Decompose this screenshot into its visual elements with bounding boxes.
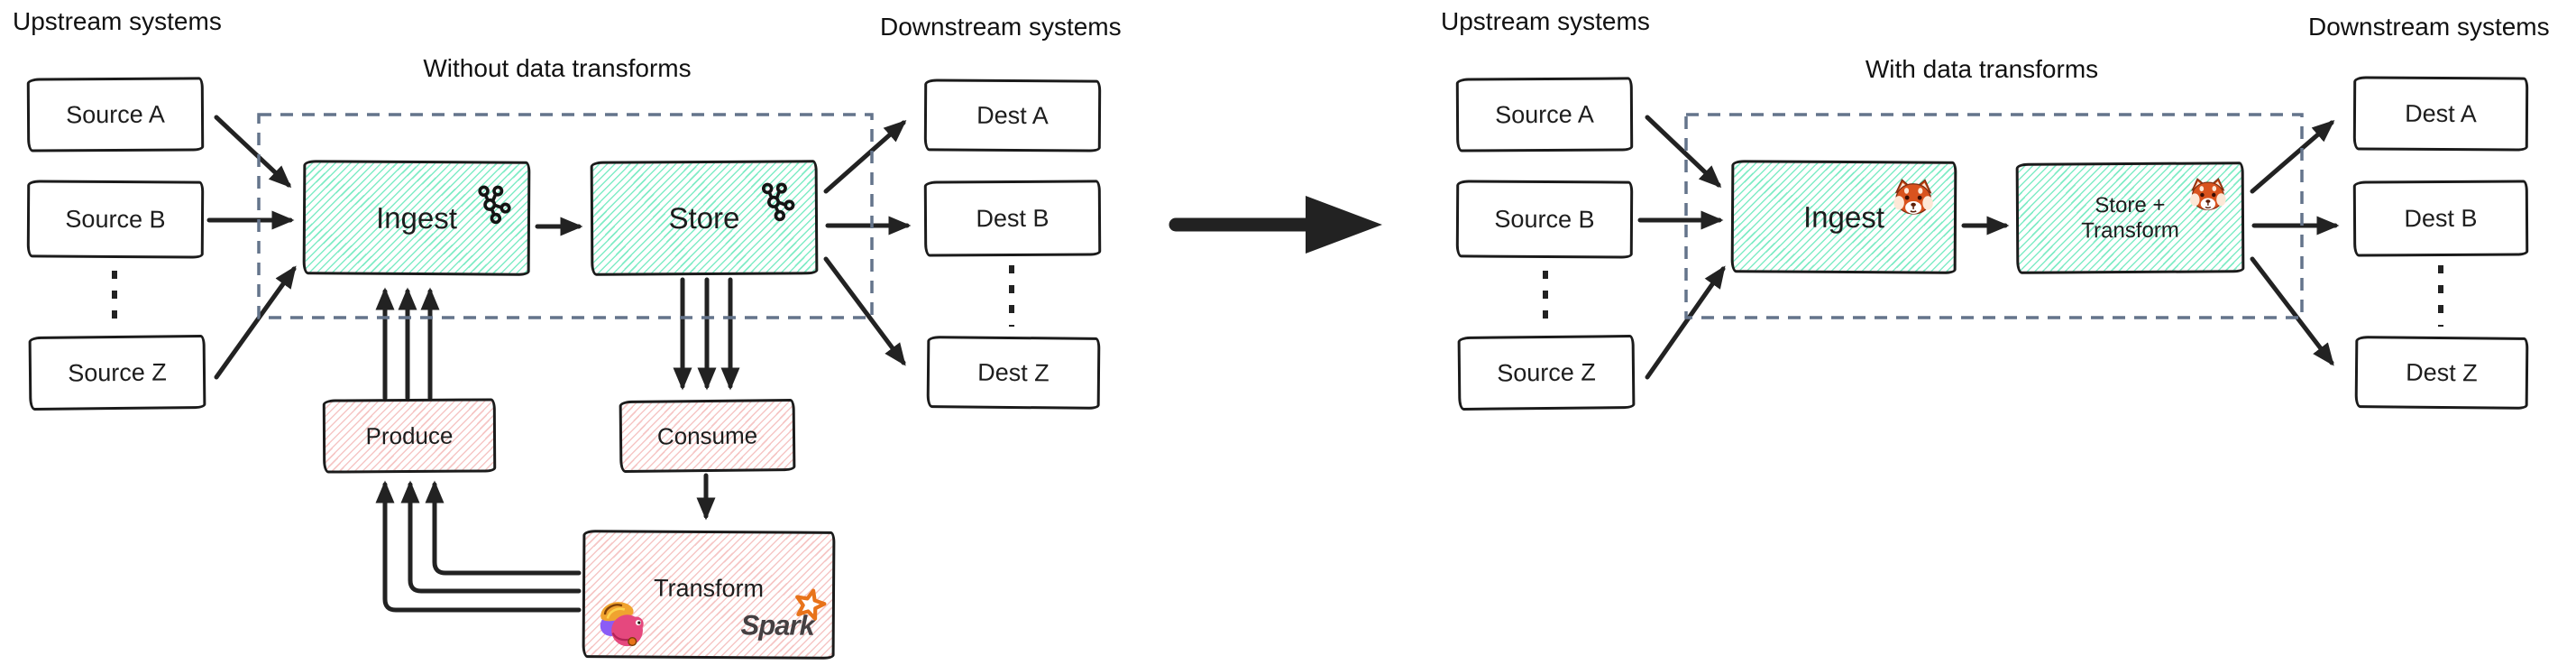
- left-ingest-box: Ingest: [302, 160, 531, 276]
- arrow-right-store-to-dest-z: [2250, 256, 2334, 366]
- arrow-right-source-z-to-ingest: [1645, 265, 1726, 380]
- left-source-b-box: Source B: [26, 180, 205, 259]
- right-diagram-title: With data transforms: [1865, 55, 2099, 83]
- right-dest-b-box: Dest B: [2352, 180, 2529, 257]
- arrow-left-source-z-to-ingest: [214, 265, 297, 380]
- left-dest-a-label: Dest A: [976, 101, 1049, 129]
- consume-label: Consume: [656, 420, 758, 450]
- right-dest-a-label: Dest A: [2405, 99, 2477, 127]
- right-dest-b-label: Dest B: [2404, 204, 2478, 232]
- transition-arrow: [1169, 196, 1382, 254]
- right-store-transform-label: Store + Transform: [2081, 193, 2179, 244]
- consume-box: Consume: [619, 398, 796, 474]
- arrow-transform-to-produce-2: [400, 480, 582, 594]
- left-source-b-label: Source B: [65, 205, 166, 233]
- spark-star-icon: [795, 588, 827, 621]
- left-source-a-box: Source A: [26, 77, 205, 152]
- arrow-left-store-to-dest-z: [823, 256, 906, 366]
- transform-box: Transform Spark: [582, 530, 836, 660]
- left-source-z-label: Source Z: [68, 357, 167, 387]
- produce-label: Produce: [365, 421, 454, 449]
- right-source-z-box: Source Z: [1457, 334, 1636, 411]
- arrow-left-store-to-dest-a: [823, 120, 907, 194]
- left-dest-b-label: Dest B: [976, 204, 1050, 232]
- left-source-z-box: Source Z: [28, 334, 206, 411]
- left-store-label: Store: [668, 200, 740, 235]
- dashed-group-box-left: [257, 113, 874, 319]
- redpanda-icon: [1893, 179, 1933, 215]
- left-dest-z-label: Dest Z: [977, 358, 1050, 386]
- dashed-group-box-right: [1684, 113, 2304, 319]
- arrow-right-store-to-dest-a: [2250, 120, 2335, 194]
- arrow-left-source-a-to-ingest: [214, 115, 292, 189]
- left-diagram-title: Without data transforms: [423, 54, 692, 82]
- right-source-a-box: Source A: [1455, 77, 1634, 152]
- produce-box: Produce: [322, 398, 497, 474]
- left-source-a-label: Source A: [66, 100, 165, 128]
- arrow-right-source-a-to-ingest: [1645, 115, 1722, 189]
- right-upstream-systems-label: Upstream systems: [1441, 7, 1650, 35]
- right-source-b-box: Source B: [1455, 180, 1634, 259]
- right-source-b-label: Source B: [1494, 205, 1595, 233]
- left-ingest-label: Ingest: [375, 200, 458, 235]
- arrow-transform-to-produce-1: [375, 480, 582, 613]
- left-dest-z-box: Dest Z: [926, 336, 1101, 410]
- flink-squirrel-icon: [600, 602, 644, 647]
- left-downstream-systems-label: Downstream systems: [880, 13, 1122, 41]
- right-source-a-label: Source A: [1495, 100, 1594, 128]
- right-store-transform-line2: Transform: [2081, 217, 2179, 243]
- left-upstream-systems-label: Upstream systems: [13, 7, 222, 35]
- spark-logo: Spark: [741, 588, 827, 642]
- right-dest-z-box: Dest Z: [2354, 336, 2529, 410]
- kafka-icon: [478, 185, 511, 225]
- arrow-transform-to-produce-3: [425, 480, 582, 576]
- right-source-z-label: Source Z: [1497, 357, 1596, 387]
- kafka-icon: [761, 182, 795, 222]
- right-ingest-box: Ingest: [1730, 160, 1957, 274]
- left-dest-b-box: Dest B: [923, 180, 1102, 257]
- left-dest-a-box: Dest A: [923, 79, 1102, 152]
- right-dest-a-box: Dest A: [2352, 76, 2529, 152]
- right-downstream-systems-label: Downstream systems: [2308, 13, 2550, 41]
- right-store-transform-line1: Store +: [2095, 192, 2166, 218]
- right-ingest-label: Ingest: [1802, 199, 1885, 234]
- right-store-transform-box: Store + Transform: [2015, 162, 2245, 274]
- right-dest-z-label: Dest Z: [2406, 358, 2478, 386]
- redpanda-icon: [2190, 177, 2226, 210]
- left-store-box: Store: [590, 160, 819, 276]
